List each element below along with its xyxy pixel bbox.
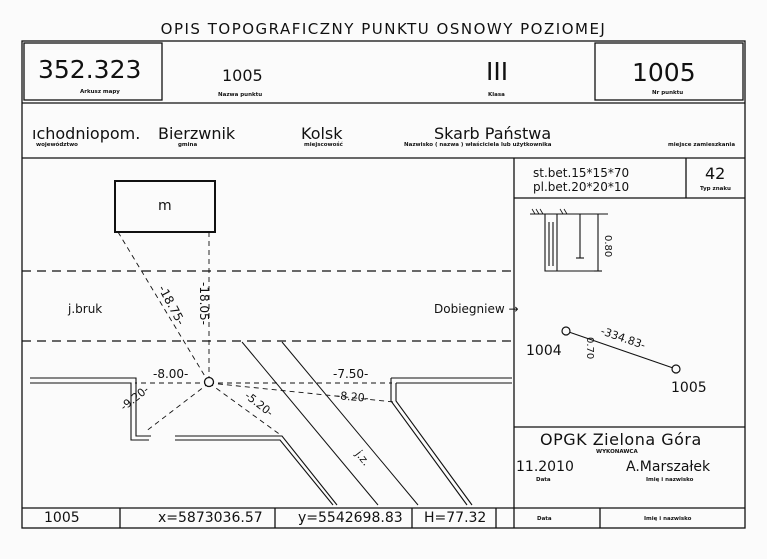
executor-date: 11.2010 [516,459,574,475]
measure-5-20: -5.20- [242,389,276,419]
coord-h: H=77.32 [424,510,487,526]
point-number: 1005 [632,58,696,87]
measure-8-00: -8.00- [153,367,189,381]
document-title: OPIS TOPOGRAFICZNY PUNKTU OSNOWY POZIOME… [160,20,607,38]
building-outline [114,180,216,233]
link-distance: -334.83- [599,325,647,352]
survey-point-marker [203,376,215,388]
marker-profile [530,213,608,272]
point-name: 1005 [222,66,263,85]
commune: Bierzwnik [158,124,236,143]
executor-firm: OPGK Zielona Góra [540,430,702,449]
point-name-label: Nazwa punktu [218,92,263,98]
marker-type-label: Typ znaku [700,186,731,192]
executor-date-label: Data [536,477,551,483]
executor-name: A.Marszałek [626,459,711,475]
footer-date-label: Data [537,516,552,522]
road-label: j.z. [352,447,373,468]
coord-y: y=5542698.83 [298,510,403,526]
coord-x: x=5873036.57 [158,510,263,526]
footer-name-label: Imię i nazwisko [644,516,692,522]
marker-plate: pl.bet.20*20*10 [533,180,630,194]
measure-8-20: -8.20- [336,389,369,405]
point-1005-label: 1005 [671,380,707,396]
voivodeship: ıchodniopom. [32,124,141,143]
sheet-number: 352.323 [38,55,142,84]
voivodeship-label: województwo [36,142,78,148]
executor-name-label: Imię i nazwisko [646,477,694,483]
point-no-box [594,42,744,101]
marker-type: 42 [705,164,726,183]
point-1004-marker [561,326,571,336]
street-label: j.bruk [68,302,103,316]
marker-post: st.bet.15*15*70 [533,166,630,180]
locality: Kolsk [301,124,343,143]
measure-18-05: -18.05- [197,282,211,325]
owner: Skarb Państwa [434,124,552,143]
building-label: m [158,198,172,214]
point-number-label: Nr punktu [652,90,684,96]
locality-label: miejscowość [304,142,343,148]
outer-frame [21,40,746,529]
class-label: Klasa [488,92,505,98]
direction-label: Dobiegniew → [434,302,519,316]
sheet-label: Arkusz mapy [80,89,120,95]
executor-label: WYKONAWCA [596,449,638,455]
depth-0-70: 0.70 [584,337,595,359]
class-value: III [486,57,509,86]
commune-label: gmina [178,142,198,148]
measure-7-50: -7.50- [333,367,369,381]
residence-label: miejsce zamieszkania [668,142,736,148]
point-1005-marker [671,364,681,374]
owner-label: Nazwisko ( nazwa ) właściciela lub użytk… [404,142,552,148]
point-1004-label: 1004 [526,343,562,359]
sheet-box [23,42,163,101]
coord-point: 1005 [44,510,80,526]
depth-0-80: 0.80 [602,235,613,257]
measure-9-20: -9.20- [118,383,152,413]
